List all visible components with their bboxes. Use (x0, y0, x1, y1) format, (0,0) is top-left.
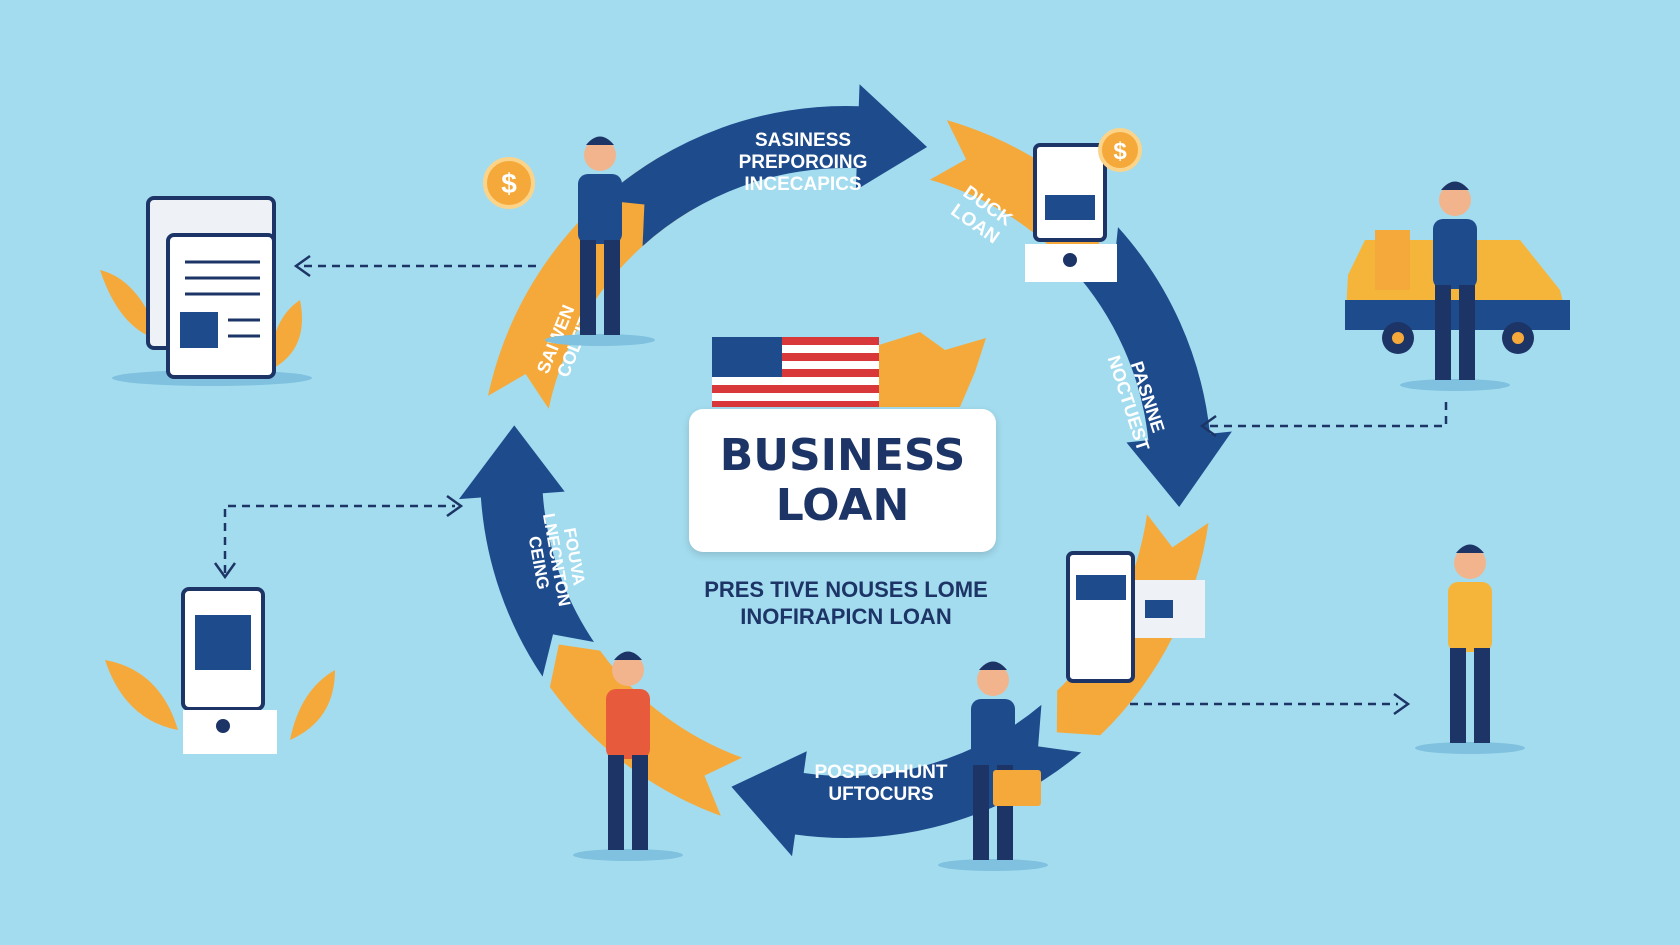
subtitle-line2: INOFIRAPICN LOAN (740, 604, 952, 629)
briefcase-icon (993, 770, 1041, 806)
arrow-right (1071, 227, 1232, 508)
loan-document-phone-icon (1025, 143, 1117, 282)
businessman-figure (545, 136, 655, 346)
card-title-line2: LOAN (775, 479, 910, 531)
svg-text:UFTOCURS: UFTOCURS (828, 784, 933, 805)
card-title-line1: BUSINESS (719, 429, 966, 481)
phone-icon (105, 587, 335, 754)
arrow-top (601, 84, 928, 247)
label-top: SASINESS PREPOROING INCECAPICS (739, 130, 868, 195)
dotted-connectors (223, 264, 1448, 706)
dollar-coin-icon: $ (1098, 128, 1142, 172)
svg-text:SASINESS: SASINESS (755, 130, 851, 151)
svg-text:PREPOROING: PREPOROING (739, 152, 868, 173)
arrow-left (458, 425, 594, 677)
arrowheads (213, 254, 1411, 716)
document-stack-icon (100, 196, 312, 386)
svg-text:$: $ (501, 168, 517, 199)
svg-text:POSPOPHUNT: POSPOPHUNT (814, 762, 947, 783)
us-flag-icon (712, 332, 986, 407)
svg-text:$: $ (1113, 138, 1127, 165)
contract-document-icon (1066, 551, 1205, 683)
woman-with-tablet-figure (573, 651, 683, 861)
label-bottom: POSPOPHUNT UFTOCURS (814, 762, 947, 805)
man-with-laptop-figure (1415, 544, 1525, 754)
svg-text:INCECAPICS: INCECAPICS (744, 174, 861, 195)
delivery-woman-figure (1400, 181, 1510, 391)
people-figures (545, 136, 1525, 871)
subtitle-line1: PRES TIVE NOUSES LOME (704, 577, 988, 602)
dollar-coin-icon: $ (483, 157, 535, 209)
business-loan-card: BUSINESS LOAN (689, 409, 996, 552)
